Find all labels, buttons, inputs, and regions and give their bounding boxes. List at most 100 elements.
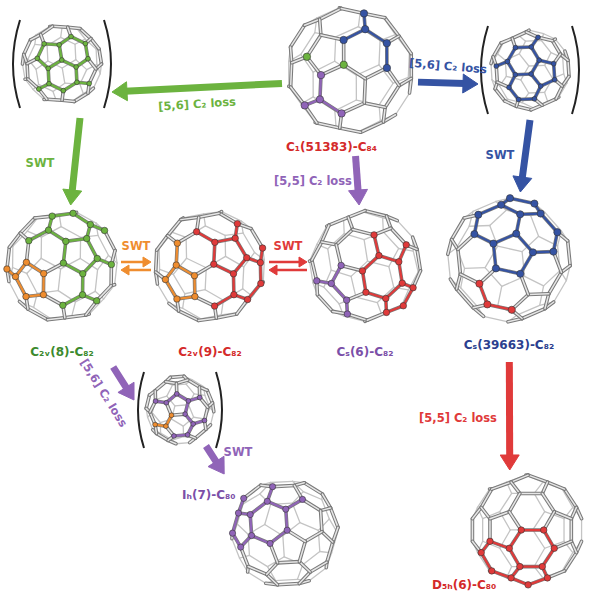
- cage-bond: [457, 274, 461, 289]
- cage-bond: [509, 493, 520, 511]
- highlighted-atom: [506, 195, 513, 202]
- highlighted-atom: [169, 413, 174, 418]
- cage-bond: [303, 551, 320, 564]
- highlighted-atom: [475, 211, 482, 218]
- cage-bond: [188, 380, 200, 387]
- cage-bond: [545, 65, 553, 78]
- cage-bond: [243, 233, 255, 252]
- cage-bond: [570, 519, 574, 542]
- cage-bond: [299, 562, 310, 572]
- cage-bond: [472, 507, 481, 518]
- arrow-shaft: [506, 362, 513, 457]
- cage-bond: [41, 237, 43, 258]
- step-label: SWT: [26, 156, 55, 170]
- edge-label: SWT: [274, 239, 303, 253]
- fullerene-isomer: C₂ᵥ(9)-C₈₂: [152, 205, 268, 367]
- cage-bond: [512, 32, 526, 38]
- cage-bond: [58, 269, 60, 291]
- cage-bond: [521, 80, 529, 93]
- cage-bond: [554, 512, 571, 519]
- highlighted-atom: [197, 395, 202, 400]
- arrow-head: [121, 265, 129, 275]
- highlighted-atom: [258, 280, 264, 286]
- arrow-head: [208, 456, 224, 474]
- cage-bond: [567, 60, 569, 76]
- highlighted-atom: [487, 538, 493, 544]
- cage-bond: [12, 246, 14, 267]
- cage-bond: [490, 512, 509, 519]
- cage-bond: [364, 79, 365, 103]
- cage-bond: [498, 54, 506, 60]
- isomer-label: C₂ᵥ(9)-C₈₂: [152, 345, 268, 359]
- cage-bond: [505, 101, 517, 106]
- highlighted-atom: [232, 235, 238, 241]
- arrow-head: [269, 265, 277, 275]
- isomer-label: C₁(51383)-C₈₄: [286, 140, 377, 154]
- cage-bond: [385, 18, 399, 36]
- cage-bond: [271, 481, 293, 482]
- cage-bond: [205, 290, 223, 301]
- highlighted-atom: [490, 240, 497, 247]
- cage-bond: [495, 89, 505, 101]
- cage-bond: [501, 38, 512, 43]
- cage-bond: [321, 511, 322, 532]
- cage-bond: [385, 86, 399, 108]
- fullerene-isomer: Iₕ(7)-C₈₀: [180, 474, 345, 592]
- cage-bond: [157, 236, 168, 250]
- highlighted-atom: [230, 270, 236, 276]
- highlighted-atom: [23, 259, 29, 265]
- highlighted-atom: [235, 510, 241, 516]
- cage-bond: [327, 542, 333, 562]
- edge-label: [5,6] C₂ loss: [77, 356, 130, 429]
- cage-bond: [80, 84, 83, 93]
- highlighted-atom: [231, 291, 237, 297]
- cage-bond: [481, 489, 492, 507]
- fullerene-isomer: Cₛ(39663)-C₈₂: [440, 192, 578, 362]
- highlighted-atom: [40, 291, 46, 297]
- cage-bond: [554, 512, 571, 519]
- highlighted-atom: [267, 540, 273, 546]
- cage-bond: [276, 579, 298, 580]
- highlighted-atom: [244, 296, 250, 302]
- fullerene-isomer: C₁(51383)-C₈₄: [282, 4, 418, 156]
- cage-bond: [278, 562, 300, 563]
- cage-bond: [278, 584, 300, 585]
- cage-bond: [322, 494, 330, 508]
- cage-bond: [186, 384, 194, 394]
- reaction-arrow: [418, 74, 532, 192]
- cage-bond: [492, 482, 511, 489]
- fullerene-cage: [4, 210, 117, 320]
- highlighted-atom: [544, 575, 550, 581]
- cage-bond: [327, 542, 333, 562]
- highlighted-atom: [283, 506, 289, 512]
- highlighted-atom: [108, 261, 114, 267]
- highlighted-atom: [83, 235, 89, 241]
- cage-bond: [80, 29, 91, 39]
- cage-bond: [472, 519, 474, 542]
- cage-bond: [322, 494, 330, 508]
- highlighted-atom: [63, 238, 69, 244]
- highlighted-atom: [551, 545, 557, 551]
- cage-bond: [322, 532, 333, 542]
- highlighted-atom: [507, 85, 512, 90]
- cage-bond: [99, 49, 102, 64]
- cage-bond: [383, 107, 385, 122]
- cage-bond: [74, 93, 88, 101]
- cage-bond: [469, 225, 490, 227]
- fullerene-isomer: D₅ₕ(6)-C₈₀: [430, 470, 590, 598]
- cage-bond: [278, 584, 300, 585]
- cage-bond: [91, 39, 99, 49]
- cage-bond: [291, 25, 305, 47]
- highlighted-atom: [264, 498, 270, 504]
- highlighted-atom: [61, 88, 66, 93]
- cage-bond: [511, 482, 520, 493]
- isomer-label: Cₛ(39663)-C₈₂: [440, 338, 578, 352]
- cage-bond: [364, 103, 385, 107]
- highlighted-atom: [400, 303, 406, 309]
- cage-bond: [304, 19, 319, 25]
- cage-bond: [528, 475, 547, 482]
- cage-bond: [297, 565, 302, 580]
- cage-bond: [304, 483, 322, 494]
- cage-bond: [291, 63, 292, 87]
- highlighted-atom: [550, 248, 557, 255]
